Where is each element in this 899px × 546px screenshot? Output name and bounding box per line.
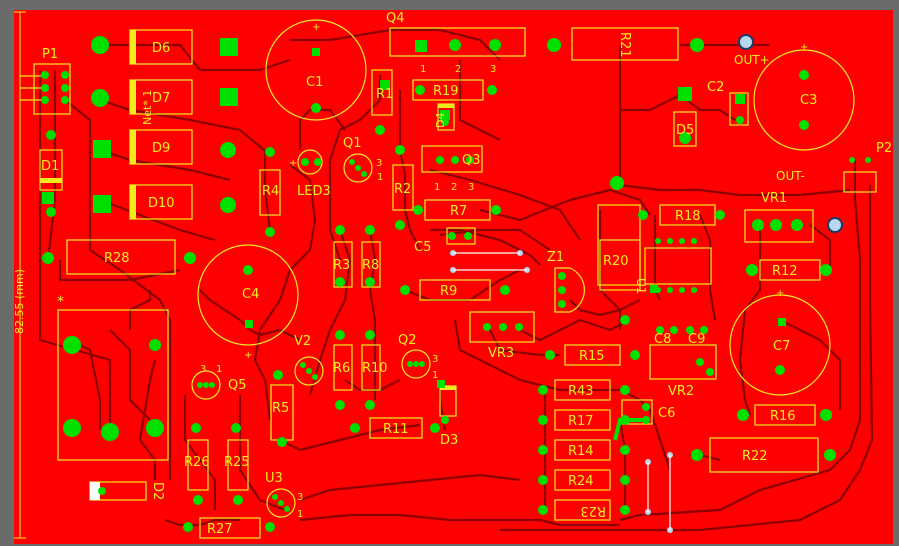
label-Q2: Q2 <box>398 333 417 348</box>
label-C4-plus: + <box>244 350 252 361</box>
label-D4: D4 <box>434 113 447 128</box>
label-C1: C1 <box>306 75 323 90</box>
label-U3-p3: 3 <box>297 492 303 503</box>
label-C8: C8 <box>654 332 671 347</box>
label-D1: D1 <box>41 159 59 174</box>
label-R15: R15 <box>579 349 605 364</box>
label-R11: R11 <box>383 422 409 437</box>
label-R12: R12 <box>772 264 798 279</box>
label-Q4-p1: 1 <box>420 64 426 75</box>
label-OUT-plus: OUT+ <box>734 53 770 67</box>
label-R8: R8 <box>362 258 379 273</box>
silk-fills <box>40 30 456 500</box>
label-D2: D2 <box>150 482 165 500</box>
label-C7: C7 <box>773 339 790 354</box>
label-C3: C3 <box>800 93 817 108</box>
label-P1: P1 <box>42 47 58 62</box>
label-C2: C2 <box>707 80 724 95</box>
label-C6: C6 <box>658 406 675 421</box>
label-R27: R27 <box>207 522 233 537</box>
label-R3: R3 <box>333 258 350 273</box>
label-R26: R26 <box>184 455 210 470</box>
label-Q2-p1: 1 <box>432 370 438 381</box>
label-Q3-p1: 1 <box>434 182 440 193</box>
label-Q1-p1: 1 <box>377 172 383 183</box>
label-Q5-p3: 3 <box>200 364 206 375</box>
label-P2: P2 <box>876 141 892 156</box>
label-Q3-p2: 2 <box>451 182 457 193</box>
label-R20: R20 <box>603 254 629 269</box>
dimension-label: 82.55 (mm) <box>13 269 26 334</box>
label-V2: V2 <box>294 334 311 349</box>
label-D6: D6 <box>152 41 170 56</box>
label-Q1: Q1 <box>343 136 362 151</box>
label-U1: U1 <box>634 278 648 294</box>
copper-pour <box>14 10 893 544</box>
label-R24: R24 <box>568 474 594 489</box>
label-Q2-p3: 3 <box>432 354 438 365</box>
label-R14: R14 <box>568 444 594 459</box>
label-D7: D7 <box>152 91 170 106</box>
label-Q5-p1: 1 <box>216 364 222 375</box>
label-D5: D5 <box>676 123 694 138</box>
label-D9: D9 <box>152 141 170 156</box>
silkscreen <box>20 19 877 539</box>
label-R18: R18 <box>675 209 701 224</box>
green-trace <box>613 418 645 441</box>
label-D3: D3 <box>440 433 458 448</box>
label-net: Net* 1 <box>141 90 154 125</box>
label-C7-plus: + <box>776 288 784 299</box>
label-R4: R4 <box>262 184 279 199</box>
label-Q3-p3: 3 <box>468 182 474 193</box>
label-R28: R28 <box>104 251 130 266</box>
round-pads <box>41 36 871 532</box>
label-Q5: Q5 <box>228 378 247 393</box>
label-C9: C9 <box>688 332 705 347</box>
label-R17: R17 <box>568 414 594 429</box>
label-Q3: Q3 <box>462 153 481 168</box>
label-R21: R21 <box>617 32 632 58</box>
label-R19: R19 <box>433 84 459 99</box>
label-D10: D10 <box>148 196 175 211</box>
label-R7: R7 <box>450 204 467 219</box>
label-OUT-minus: OUT- <box>776 169 805 183</box>
label-R25: R25 <box>224 455 250 470</box>
label-C1-plus: + <box>312 22 320 33</box>
label-R9: R9 <box>440 284 457 299</box>
label-R10: R10 <box>362 361 388 376</box>
square-pads <box>42 38 786 388</box>
label-VR2: VR2 <box>668 384 694 399</box>
label-VR3: VR3 <box>488 346 514 361</box>
label-R5: R5 <box>272 401 289 416</box>
label-VR1: VR1 <box>761 191 787 206</box>
via-links <box>453 252 671 530</box>
label-R2: R2 <box>394 182 411 197</box>
label-C4: C4 <box>242 287 259 302</box>
label-R23: R23 <box>580 503 606 518</box>
label-U3: U3 <box>265 471 283 486</box>
label-Q4: Q4 <box>386 11 405 26</box>
label-C5: C5 <box>414 240 431 255</box>
label-Q4-p2: 2 <box>455 64 461 75</box>
label-LED3: LED3 <box>297 184 331 199</box>
label-Q4-p3: 3 <box>490 64 496 75</box>
label-LED-plus: + <box>289 158 297 169</box>
label-R43: R43 <box>568 384 594 399</box>
label-Q1-p3: 3 <box>376 158 382 169</box>
label-R1: R1 <box>376 87 393 102</box>
marker-star: * <box>57 294 64 310</box>
label-Z1: Z1 <box>547 250 564 265</box>
label-R6: R6 <box>333 361 350 376</box>
label-R22: R22 <box>742 449 768 464</box>
label-R16: R16 <box>770 409 796 424</box>
label-U3-p1: 1 <box>297 509 303 520</box>
label-C3-plus: + <box>800 42 808 53</box>
designators: P1 D1 D6 D7 D9 D10 Net* 1 C1 + Q4 1 2 3 … <box>41 11 892 537</box>
